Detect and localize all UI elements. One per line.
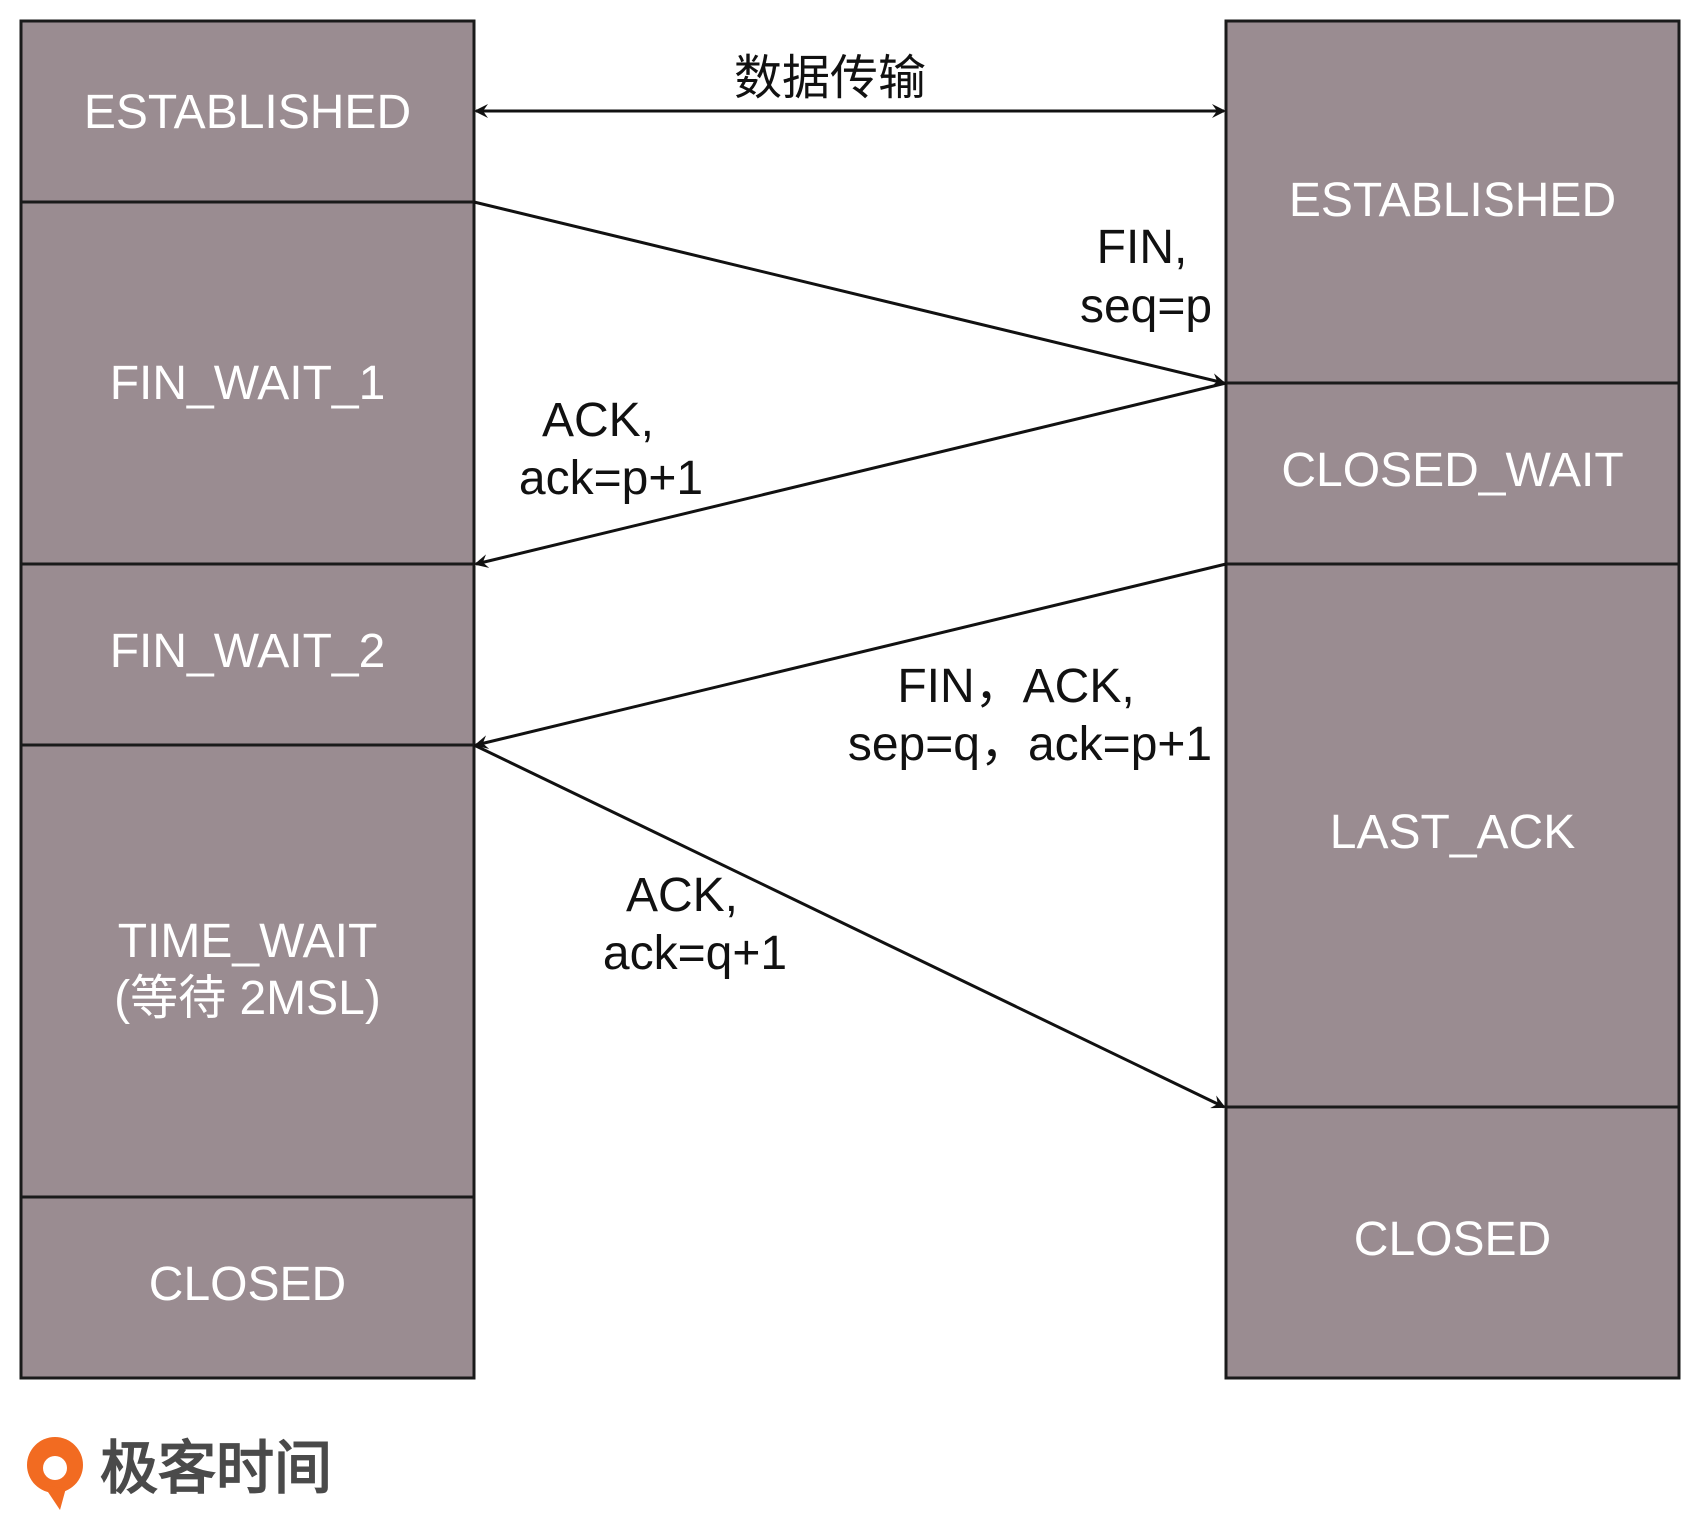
right-state-closed-label: CLOSED bbox=[1354, 1213, 1551, 1266]
geektime-logo-icon bbox=[27, 1437, 83, 1510]
right-state-closed-wait-label: CLOSED_WAIT bbox=[1281, 444, 1623, 497]
message-arrows bbox=[473, 104, 1227, 1109]
left-state-column: ESTABLISHED FIN_WAIT_1 FIN_WAIT_2 TIME_W… bbox=[19, 19, 476, 1380]
arrow-fin-seq bbox=[473, 200, 1226, 387]
left-state-fin-wait-1: FIN_WAIT_1 bbox=[19, 200, 476, 566]
label-ack-q1-line2: ack=q+1 bbox=[603, 927, 787, 980]
left-state-fin-wait-2: FIN_WAIT_2 bbox=[19, 562, 476, 747]
brand-name: 极客时间 bbox=[100, 1434, 332, 1502]
label-fin-ack-line1: FIN，ACK, bbox=[897, 660, 1134, 713]
left-state-time-wait-sublabel: (等待 2MSL) bbox=[114, 972, 381, 1025]
arrow-ack-p1 bbox=[474, 381, 1227, 568]
message-labels: 数据传输 FIN, seq=p ACK, ack=p+1 FIN，ACK, se… bbox=[519, 52, 1212, 980]
right-state-closed-wait: CLOSED_WAIT bbox=[1224, 381, 1681, 566]
brand-watermark: 极客时间 bbox=[27, 1434, 332, 1510]
label-ack-p1-line2: ack=p+1 bbox=[519, 452, 703, 505]
left-state-fin-wait-1-label: FIN_WAIT_1 bbox=[110, 357, 386, 410]
left-state-fin-wait-2-label: FIN_WAIT_2 bbox=[110, 625, 386, 678]
left-state-time-wait-label: TIME_WAIT bbox=[118, 915, 378, 968]
left-state-time-wait: TIME_WAIT (等待 2MSL) bbox=[19, 743, 476, 1199]
label-ack-q1-line1: ACK, bbox=[626, 869, 738, 922]
arrow-ack-q1 bbox=[473, 743, 1226, 1109]
label-fin-seq-line2: seq=p bbox=[1080, 280, 1212, 333]
right-state-last-ack-label: LAST_ACK bbox=[1330, 806, 1575, 859]
left-state-closed-label: CLOSED bbox=[149, 1258, 346, 1311]
left-state-established: ESTABLISHED bbox=[19, 19, 476, 204]
left-state-established-label: ESTABLISHED bbox=[84, 86, 411, 139]
right-state-last-ack: LAST_ACK bbox=[1224, 562, 1681, 1109]
label-fin-seq-line1: FIN, bbox=[1097, 221, 1188, 274]
left-state-closed: CLOSED bbox=[19, 1195, 476, 1380]
label-data-transfer: 数据传输 bbox=[734, 52, 926, 105]
right-state-column: ESTABLISHED CLOSED_WAIT LAST_ACK CLOSED bbox=[1224, 19, 1681, 1380]
label-fin-ack-line2: sep=q，ack=p+1 bbox=[848, 718, 1212, 771]
right-state-established-label: ESTABLISHED bbox=[1289, 174, 1616, 227]
right-state-established: ESTABLISHED bbox=[1224, 19, 1681, 385]
right-state-closed: CLOSED bbox=[1224, 1105, 1681, 1380]
arrow-fin-ack bbox=[474, 562, 1227, 749]
label-ack-p1-line1: ACK, bbox=[542, 394, 654, 447]
